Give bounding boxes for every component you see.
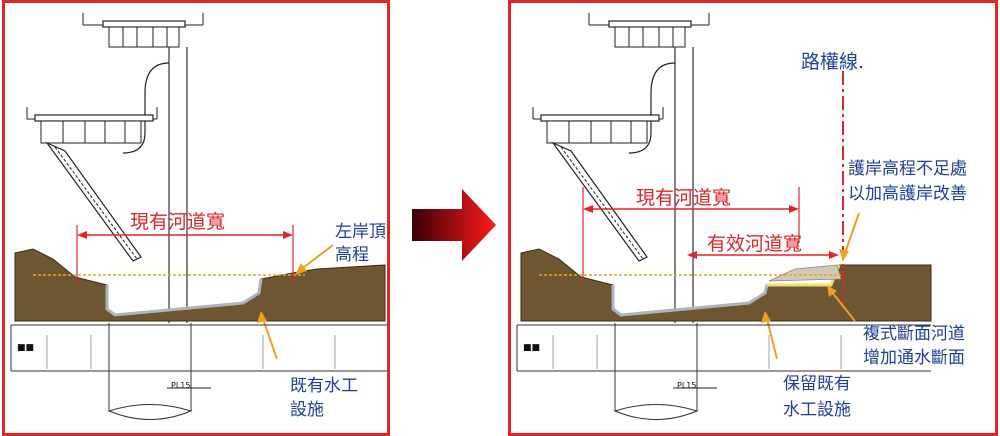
compound-note-line1: 複式斷面河道 <box>863 324 965 344</box>
upper-girder <box>108 26 180 48</box>
raise-note-line2: 以加高護岸改善 <box>848 184 967 204</box>
retain-note-line2: 水工設施 <box>783 400 851 420</box>
inclined-strut <box>45 141 142 262</box>
plate-label-right: PL15 <box>677 381 697 390</box>
riverbank-earth <box>14 248 386 322</box>
left-bank-label-line2: 高程 <box>335 245 369 265</box>
tower-bracket <box>122 62 170 154</box>
retain-note-line1: 保留既有 <box>783 374 851 394</box>
plate-label: PL15 <box>171 381 191 390</box>
upper-deck <box>102 20 186 28</box>
panel-proposed: ■■ PL15 路權線. 現有河道寬 有效河道寬 護岸高程不足處 以加高護岸改善… <box>508 0 998 436</box>
effective-width-label: 有效河道寬 <box>707 233 803 255</box>
lower-girder <box>40 120 142 144</box>
existing-works-label-line2: 設施 <box>290 400 324 420</box>
existing-width-label-right: 現有河道寬 <box>636 187 732 209</box>
right-section-drawing <box>516 13 932 420</box>
raised-revetment <box>768 264 842 282</box>
raise-note-line1: 護岸高程不足處 <box>848 159 967 179</box>
existing-channel-lining <box>105 278 263 317</box>
panel-existing: ■■ PL15 現有河道寬 左岸頂 高程 既有水工 設施 <box>2 0 390 436</box>
existing-works-label-line1: 既有水工 <box>290 376 358 396</box>
existing-width-label: 現有河道寬 <box>130 211 226 233</box>
compound-note-line2: 增加通水斷面 <box>863 348 965 368</box>
left-bank-label-line1: 左岸頂 <box>335 222 386 242</box>
pile-base <box>107 404 193 420</box>
lower-deck <box>34 114 154 122</box>
right-of-way-label: 路權線. <box>801 51 865 73</box>
left-section-drawing <box>10 13 387 420</box>
transition-arrow-icon <box>412 189 496 261</box>
